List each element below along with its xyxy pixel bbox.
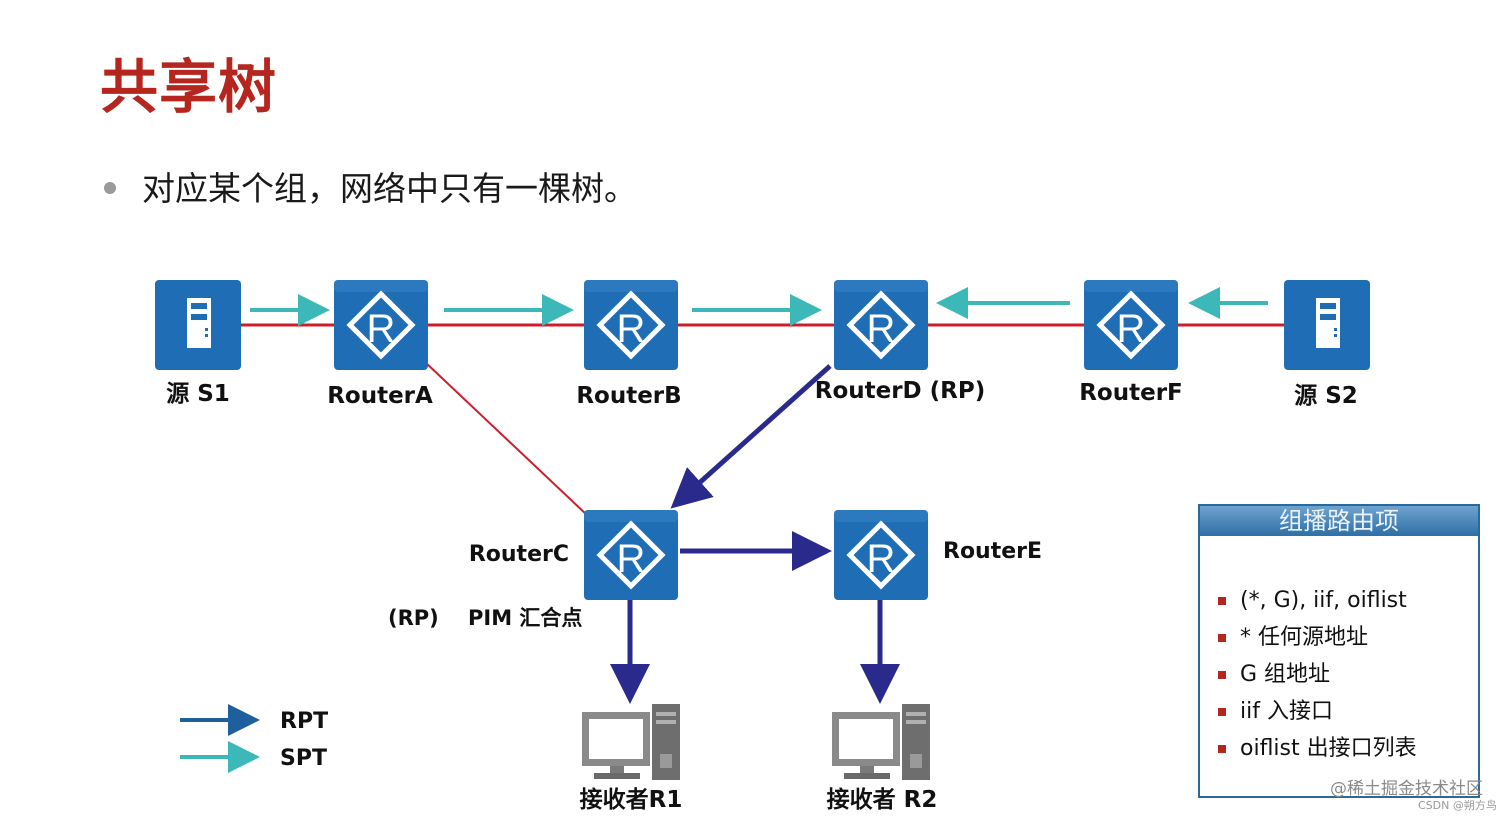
router-glyph: R (617, 307, 646, 351)
router-glyph: R (867, 537, 896, 581)
route-entry-item: (*, G), iif, oiflist (1218, 582, 1478, 619)
label-source-s2: 源 S2 (1294, 383, 1358, 409)
label-router-d: RouterD (RP) (815, 378, 986, 404)
bullet-square-icon (1218, 670, 1226, 679)
route-entry-panel: 组播路由项 (*, G), iif, oiflist * 任何源地址 G 组地址… (1198, 504, 1480, 798)
bullet-square-icon (1218, 596, 1226, 605)
route-entry-header: 组播路由项 (1200, 506, 1478, 536)
page-title: 共享树 (100, 53, 278, 121)
router-b: R (584, 280, 678, 370)
link-routera-routerc (424, 361, 588, 516)
route-entry-text: * 任何源地址 (1240, 625, 1368, 650)
route-entry-item: iif 入接口 (1218, 693, 1478, 730)
label-router-f: RouterF (1079, 380, 1183, 406)
route-entry-item: G 组地址 (1218, 656, 1478, 693)
bullet-text-line: 对应某个组，网络中只有一棵树。 (104, 162, 637, 210)
bullet-dot (104, 181, 116, 194)
route-entry-item: oiflist 出接口列表 (1218, 730, 1478, 767)
route-entry-text: (*, G), iif, oiflist (1240, 588, 1407, 613)
label-source-s1: 源 S1 (166, 381, 230, 407)
watermark: @稀土掘金技术社区 (1330, 779, 1483, 799)
server-icon-s1 (155, 280, 241, 370)
pc-icon-r2 (832, 704, 930, 780)
label-router-c-note: (RP) PIM 汇合点 (388, 606, 582, 630)
router-glyph: R (867, 307, 896, 351)
bullet-square-icon (1218, 744, 1226, 753)
router-glyph: R (617, 537, 646, 581)
arrow-legend: RPT SPT (180, 704, 328, 773)
bullet-square-icon (1218, 633, 1226, 642)
label-router-e: RouterE (943, 539, 1042, 564)
label-receiver-r1: 接收者R1 (580, 786, 683, 813)
router-e: R (834, 510, 928, 600)
rpt-arrows (610, 364, 900, 704)
router-a: R (334, 280, 428, 370)
legend-rpt-label: RPT (280, 709, 328, 734)
route-entry-list: (*, G), iif, oiflist * 任何源地址 G 组地址 iif 入… (1200, 582, 1478, 767)
route-entry-text: iif 入接口 (1240, 699, 1333, 724)
route-entry-text: G 组地址 (1240, 662, 1331, 687)
watermark-small: CSDN @朔方鸟 (1418, 799, 1497, 812)
router-glyph: R (1117, 307, 1146, 351)
label-receiver-r2: 接收者 R2 (827, 786, 938, 813)
label-router-a: RouterA (327, 383, 433, 409)
bullet-square-icon (1218, 707, 1226, 716)
spt-arrows (250, 287, 1268, 326)
router-glyph: R (367, 307, 396, 351)
router-c: R (584, 510, 678, 600)
router-d: R (834, 280, 928, 370)
bullet-text: 对应某个组，网络中只有一棵树。 (142, 169, 637, 208)
rpt-arrow-routerd-to-routerc (670, 364, 832, 509)
label-router-c: RouterC (469, 542, 569, 567)
server-icon-s2 (1284, 280, 1370, 370)
label-router-b: RouterB (576, 383, 681, 409)
route-entry-text: oiflist 出接口列表 (1240, 736, 1417, 761)
route-entry-item: * 任何源地址 (1218, 619, 1478, 656)
pc-icon-r1 (582, 704, 680, 780)
legend-spt-label: SPT (280, 746, 327, 771)
router-f: R (1084, 280, 1178, 370)
